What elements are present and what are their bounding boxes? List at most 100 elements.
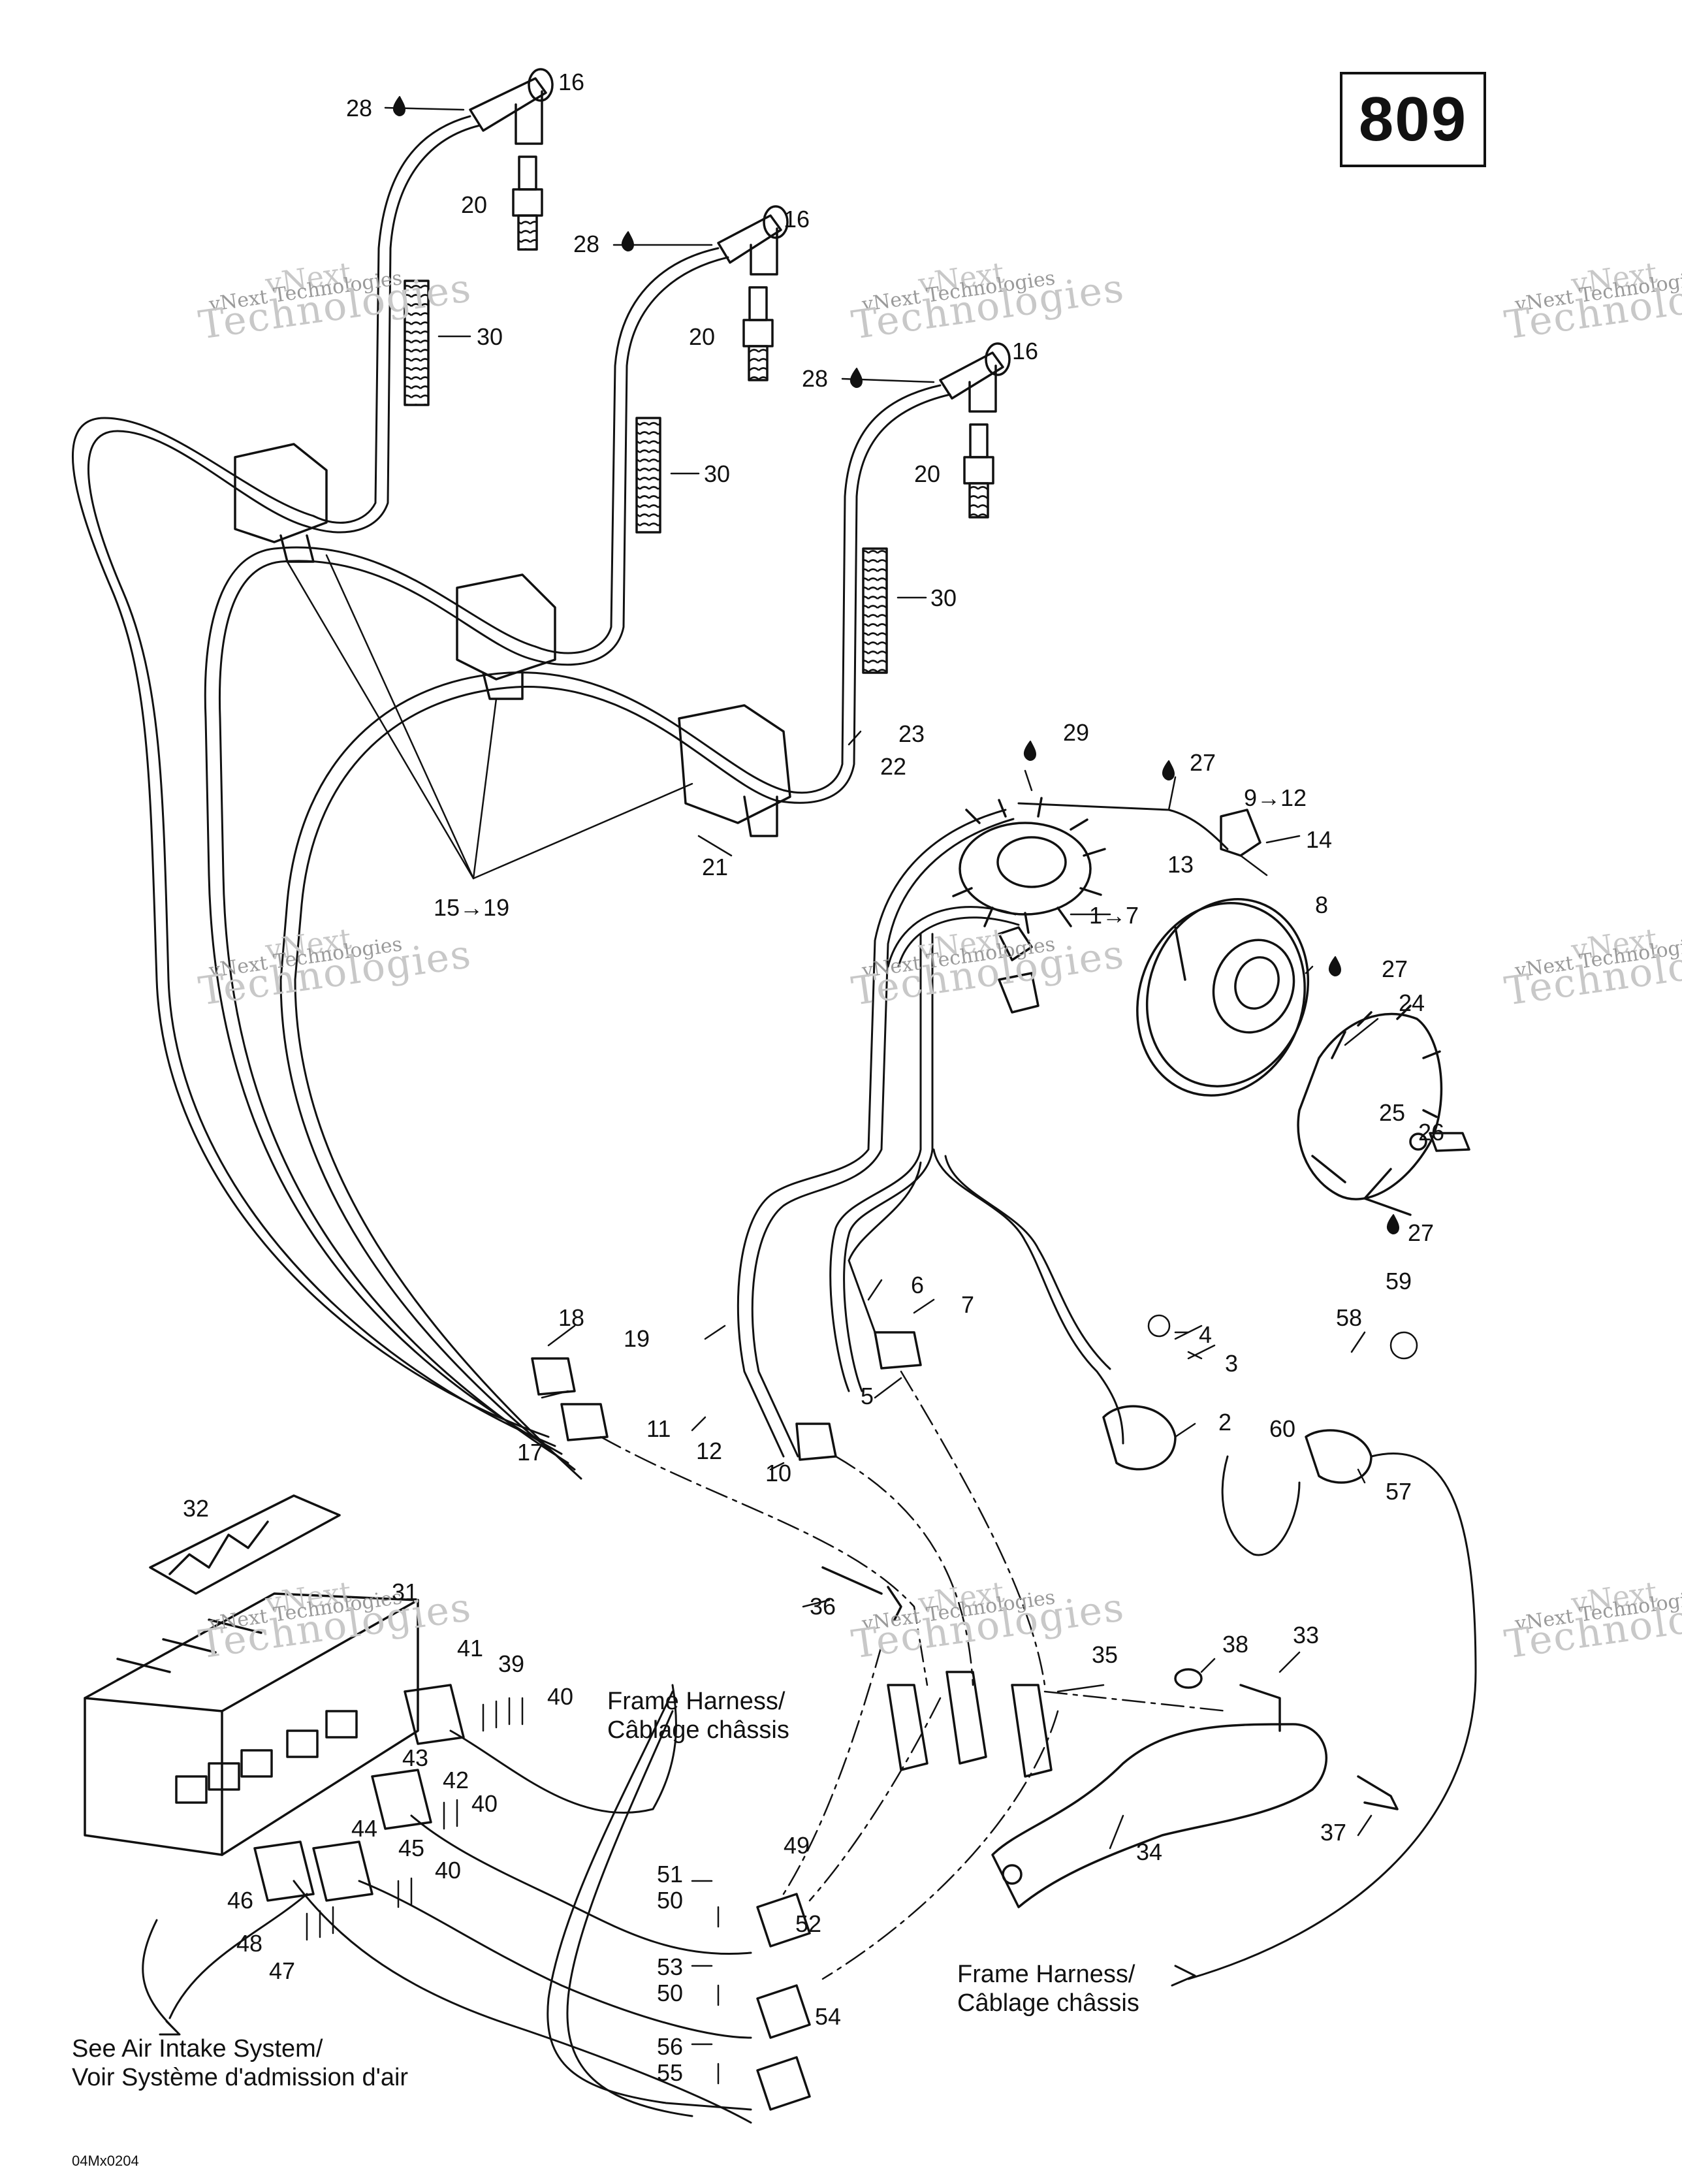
callout-44: 44 [351,1815,378,1842]
callout-13: 13 [1167,851,1194,878]
decal [149,1494,341,1595]
callout-27: 27 [1190,749,1216,776]
callout-35: 35 [1092,1641,1119,1668]
callout-3: 3 [1225,1350,1239,1377]
air-intake-note: See Air Intake System/ Voir Système d'ad… [72,2035,409,2091]
drawing-code: 04Mx0204 [72,2153,139,2169]
flywheel [1136,898,1310,1097]
callout-12: 12 [696,1437,723,1464]
harness-connectors [253,1684,811,2111]
callout-21: 21 [702,854,729,880]
leader-lines [384,106,1379,2046]
callout-26: 26 [1418,1119,1445,1146]
callout-50: 50 [657,1980,684,2006]
callout-27: 27 [1382,956,1408,982]
spark-plug-20 [512,155,994,519]
callout-28: 28 [346,95,373,121]
stator [952,797,1106,961]
callout-52: 52 [795,1910,822,1937]
pins [547,1279,1418,1360]
rivets-clips [821,1566,1053,1778]
callout-16: 16 [558,69,585,95]
callout-18: 18 [558,1304,585,1331]
callout-30: 30 [704,460,731,487]
callout-30: 30 [477,323,503,350]
frame-harness-note-right: Frame Harness/ Câblage châssis [957,1961,1139,2017]
callout-2: 2 [1218,1409,1232,1436]
callout-24: 24 [1399,989,1425,1016]
flywheel-cover [1297,1004,1443,1200]
ecu [84,1592,419,1856]
grease-drop-icon [392,96,1399,1234]
callout-16: 16 [784,206,810,233]
callout-1-7: 1→7 [1089,902,1139,929]
callout-53: 53 [657,1953,684,1980]
ignition-cables [306,115,951,804]
callout-40: 40 [547,1683,574,1710]
callout-14: 14 [1306,826,1333,853]
callout-55: 55 [657,2059,684,2086]
terminals [306,1697,720,2085]
callout-10: 10 [765,1460,792,1486]
callout-19: 19 [624,1325,650,1352]
callout-34: 34 [1136,1839,1163,1865]
callout-5: 5 [861,1383,874,1409]
callout-31: 31 [392,1579,419,1605]
callout-32: 32 [183,1495,210,1522]
callout-58: 58 [1336,1304,1363,1331]
frame-harness-note-left: Frame Harness/ Câblage châssis [607,1688,789,1744]
callout-50: 50 [657,1887,684,1914]
plug-cap-16 [469,68,1011,413]
callout-43: 43 [402,1744,429,1771]
callout-20: 20 [461,191,488,218]
callout-57: 57 [1386,1478,1412,1505]
callout-47: 47 [269,1957,296,1984]
washer-bolt [1363,1132,1470,1216]
callout-59: 59 [1386,1268,1412,1294]
callout-9-12: 9→12 [1244,784,1307,811]
callout-46: 46 [227,1887,254,1914]
callout-39: 39 [498,1650,525,1677]
stator-harness [737,802,1229,1458]
callout-37: 37 [1320,1819,1347,1846]
callout-41: 41 [457,1635,484,1662]
callout-7: 7 [961,1291,975,1318]
ignition-coils [234,443,791,837]
callout-8: 8 [1315,891,1329,918]
dashed-routes [599,1370,1229,1980]
callout-23: 23 [898,720,925,747]
tie-strap [1187,1453,1477,1980]
callout-45: 45 [398,1835,425,1861]
callout-11: 11 [646,1415,671,1442]
callout-60: 60 [1269,1415,1296,1442]
trigger-coil [998,809,1262,1014]
callout-36: 36 [810,1593,836,1620]
callout-48: 48 [236,1930,263,1957]
coil-leader-lines [286,554,693,880]
callout-40: 40 [435,1857,462,1884]
sleeve-30 [404,280,888,674]
bracket [991,1668,1399,1908]
callout-16: 16 [1012,338,1039,364]
callout-29: 29 [1063,719,1090,746]
callout-28: 28 [802,365,829,392]
callout-33: 33 [1293,1622,1320,1648]
page-number: 809 [1358,84,1468,154]
page-number-box: 809 [1340,72,1486,167]
callout-15-19: 15→19 [434,894,510,921]
callout-6: 6 [911,1272,925,1298]
callout-25: 25 [1379,1099,1406,1126]
callout-42: 42 [443,1767,469,1793]
callout-27: 27 [1408,1219,1435,1246]
callout-20: 20 [689,323,716,350]
callout-54: 54 [815,2003,842,2030]
callout-28: 28 [573,231,600,257]
frame-harness [168,1684,752,2124]
callout-17: 17 [517,1439,544,1466]
callout-40: 40 [471,1790,498,1817]
air-intake-arrow [142,1919,1196,2036]
callout-51: 51 [657,1861,684,1887]
connectors [531,1331,1373,1484]
callout-22: 22 [880,753,907,780]
